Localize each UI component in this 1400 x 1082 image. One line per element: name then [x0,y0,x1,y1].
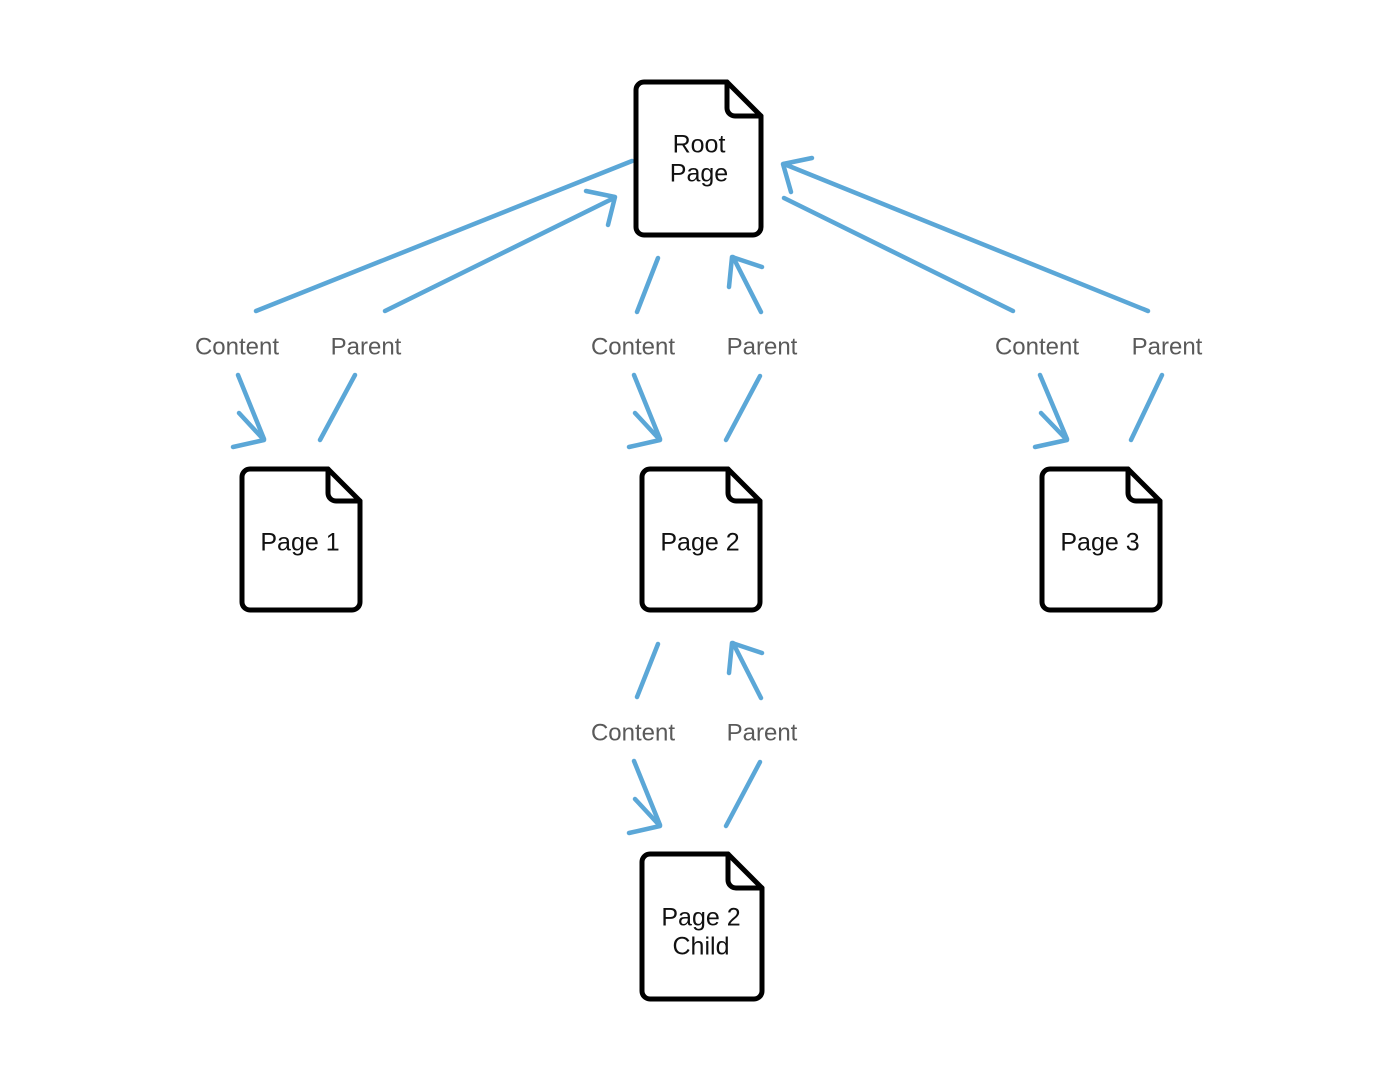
edge-line-segment [253,158,635,314]
document-fold-icon [1125,466,1163,504]
edge-child-page2-parent [723,640,765,829]
document-icon [239,466,363,613]
edge-line-segment [631,372,663,442]
document-icon [639,466,763,613]
arrowhead-icon [780,155,815,195]
edge-page3-root-parent [780,155,1165,443]
node-label-root-page-line1: Root [673,131,726,159]
edge-line-segment [781,195,1016,314]
node-label-page-3: Page 3 [1060,529,1139,557]
edge-line-segment [317,372,358,443]
edge-label-lower-content: Content [591,719,675,746]
arrowhead-icon [726,640,765,676]
document-fold-icon [725,851,765,891]
document-fold-icon [325,466,363,504]
edge-label-left-parent: Parent [331,333,402,360]
edge-line-segment [634,255,661,315]
edge-label-right-content: Content [995,333,1079,360]
arrowhead-icon [230,410,267,450]
edge-label-mid-parent: Parent [727,333,798,360]
arrowhead-icon [726,254,765,290]
edge-label-left-content: Content [195,333,279,360]
edge-line-segment [382,195,617,314]
node-page-2[interactable]: Page 2 [639,466,763,613]
edge-root-page2-content [626,255,663,450]
document-fold-icon [724,79,764,119]
edge-page2-child-content [626,641,663,836]
document-icon [633,79,764,238]
edge-label-mid-content: Content [591,333,675,360]
node-root-page[interactable]: Root Page [633,79,764,238]
arrowhead-icon [626,796,663,836]
edge-label-lower-parent: Parent [727,719,798,746]
arrowhead-icon [626,410,663,450]
edge-line-segment [730,254,764,315]
edge-line-segment [631,758,663,828]
edge-line-segment [1037,372,1070,442]
edge-line-segment [723,759,763,829]
node-label-root-page-line2: Page [670,160,728,188]
arrowhead-icon [1032,410,1070,450]
node-page-3[interactable]: Page 3 [1039,466,1163,613]
document-icon [1039,466,1163,613]
node-label-page-2-child-line1: Page 2 [661,904,740,932]
node-page-2-child[interactable]: Page 2 Child [639,851,765,1002]
edge-line-segment [781,161,1151,314]
edge-page2-root-parent [723,254,765,443]
arrowhead-icon [583,188,618,228]
node-label-page-2: Page 2 [660,529,739,557]
node-label-page-1: Page 1 [260,529,339,557]
node-label-page-2-child-line2: Child [673,933,730,961]
edge-line-segment [730,640,764,701]
edge-root-page3-content [781,195,1070,450]
edge-line-segment [235,372,267,442]
edge-label-right-parent: Parent [1132,333,1203,360]
edge-page1-root-parent [317,188,618,443]
edge-line-segment [1128,372,1165,443]
edge-line-segment [634,641,661,700]
document-fold-icon [725,466,763,504]
document-icon [639,851,765,1002]
edge-root-page1-content [230,158,635,450]
edge-line-segment [723,373,763,443]
node-page-1[interactable]: Page 1 [239,466,363,613]
